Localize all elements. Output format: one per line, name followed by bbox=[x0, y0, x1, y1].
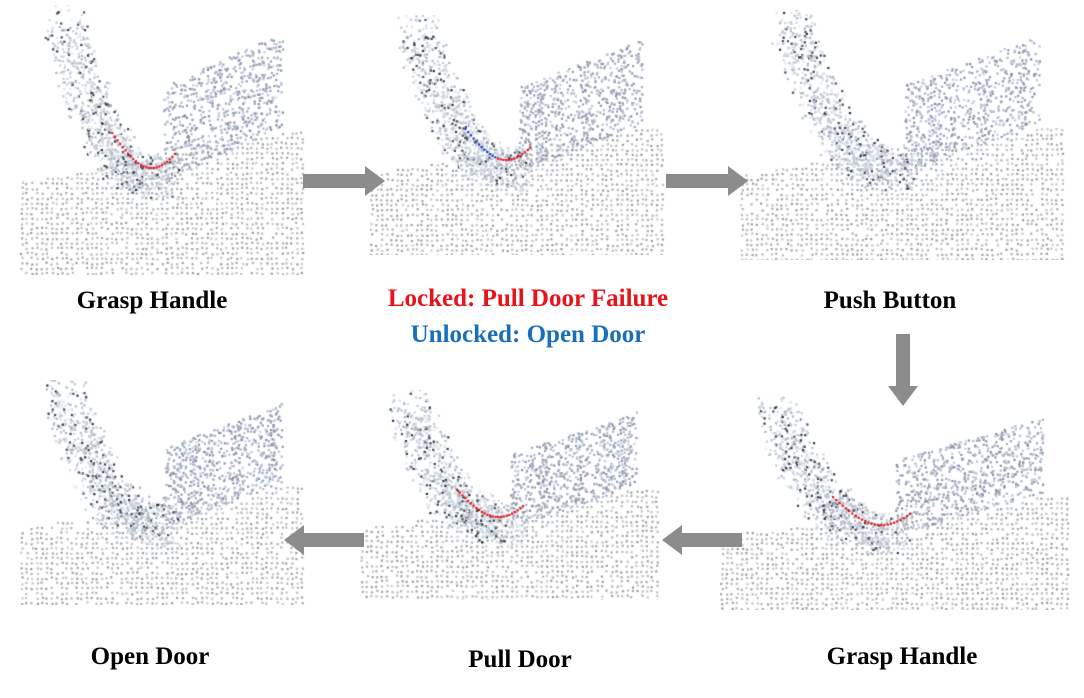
step-label-locked: Locked: Pull Door Failure bbox=[387, 285, 669, 312]
point-cloud-image bbox=[740, 10, 1065, 260]
point-cloud-panel-grasp-handle-1 bbox=[20, 5, 305, 275]
step-label-push-button: Push Button bbox=[823, 287, 957, 314]
point-cloud-image bbox=[370, 15, 665, 255]
point-cloud-panel-grasp-handle-2 bbox=[720, 395, 1070, 610]
step-label-pull-door: Pull Door bbox=[468, 646, 572, 673]
point-cloud-image bbox=[20, 5, 305, 275]
step-label-unlocked: Unlocked: Open Door bbox=[410, 321, 646, 348]
point-cloud-image bbox=[20, 380, 305, 605]
point-cloud-panel-push-button bbox=[740, 10, 1065, 260]
step-label-grasp-handle-1: Grasp Handle bbox=[76, 287, 228, 314]
arrow-down-icon bbox=[888, 334, 918, 406]
step-label-open-door: Open Door bbox=[90, 643, 210, 670]
arrow-left-icon bbox=[662, 525, 742, 555]
arrow-right-icon bbox=[303, 166, 385, 196]
point-cloud-image bbox=[360, 390, 660, 600]
point-cloud-panel-pull-door bbox=[360, 390, 660, 600]
step-label-grasp-handle-2: Grasp Handle bbox=[826, 643, 978, 670]
arrow-right-icon bbox=[666, 166, 748, 196]
point-cloud-panel-pull-door-attempt bbox=[370, 15, 665, 255]
point-cloud-image bbox=[720, 395, 1070, 610]
arrow-left-icon bbox=[284, 525, 364, 555]
point-cloud-panel-open-door bbox=[20, 380, 305, 605]
